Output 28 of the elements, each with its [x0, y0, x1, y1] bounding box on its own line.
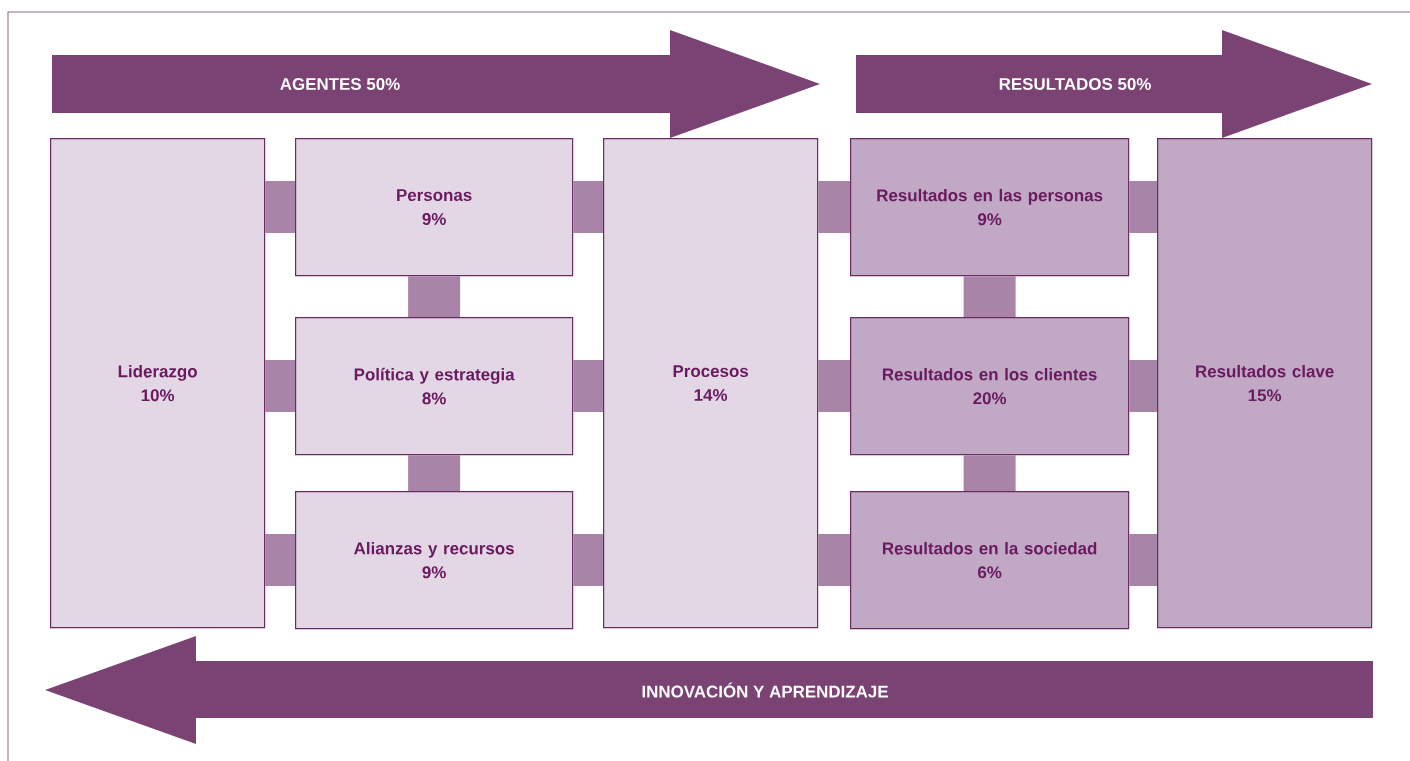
connector-bar: [963, 276, 1016, 317]
connector-bar: [818, 534, 850, 587]
connector-bar: [265, 181, 295, 234]
connector-bar: [408, 455, 461, 491]
category-box: Resultados en la sociedad 6%: [850, 491, 1130, 630]
category-box: Política y estrategia 8%: [295, 317, 574, 456]
connector-bar: [408, 276, 461, 317]
connector-bar: [1129, 534, 1157, 587]
category-box: Alianzas y recursos 9%: [295, 491, 574, 630]
connector-bar: [1129, 181, 1157, 234]
connector-bar: [1129, 360, 1157, 413]
category-box: Personas 9%: [295, 138, 574, 277]
arrow-band: INNOVACIÓN Y APRENDIZAJE: [45, 636, 1373, 744]
category-box: Liderazgo 10%: [50, 138, 266, 629]
connector-bar: [265, 534, 295, 587]
arrow-band: AGENTES 50%: [52, 30, 820, 138]
category-box: Resultados en las personas 9%: [850, 138, 1130, 277]
connector-bar: [818, 360, 850, 413]
connector-bar: [573, 534, 603, 587]
category-box: Resultados clave 15%: [1157, 138, 1373, 629]
connector-bar: [963, 455, 1016, 491]
category-box: Resultados en los clientes 20%: [850, 317, 1130, 456]
connector-bar: [818, 181, 850, 234]
connector-bar: [573, 360, 603, 413]
connector-bar: [265, 360, 295, 413]
category-box: Procesos 14%: [603, 138, 819, 629]
arrow-band: RESULTADOS 50%: [856, 30, 1372, 138]
connector-bar: [573, 181, 603, 234]
